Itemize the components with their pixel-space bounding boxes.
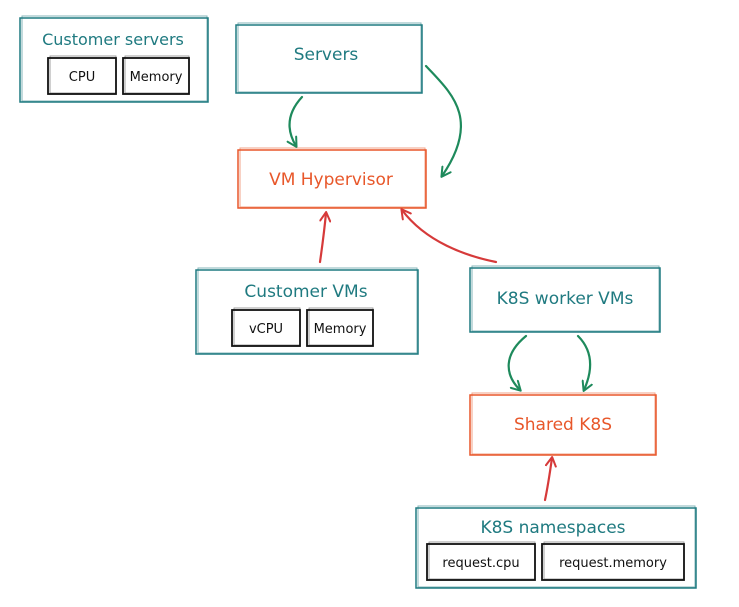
arrow-servers-to-hypervisor-side <box>424 64 462 178</box>
arrow-k8s-workers-to-shared-k8s-right <box>576 334 593 392</box>
shared-k8s-box: Shared K8S <box>469 392 657 456</box>
chip-memory-label: Memory <box>130 70 183 85</box>
k8s-worker-vms-box: K8S worker VMs <box>469 265 661 333</box>
chip-cpu: CPU <box>47 55 117 95</box>
servers-title: Servers <box>294 45 359 65</box>
customer-servers-title: Customer servers <box>42 30 184 49</box>
vm-hypervisor-box: VM Hypervisor <box>237 147 427 209</box>
customer-servers-box: Customer servers CPU Memory <box>19 15 209 103</box>
chip-cpu-label: CPU <box>69 70 95 85</box>
arrow-namespaces-to-shared-k8s <box>543 456 557 502</box>
arrow-k8s-workers-to-hypervisor <box>400 208 498 264</box>
vm-hypervisor-title: VM Hypervisor <box>269 170 393 190</box>
k8s-worker-vms-title: K8S worker VMs <box>497 289 634 309</box>
k8s-namespaces-title: K8S namespaces <box>480 518 625 538</box>
chip-vcpu: vCPU <box>231 307 301 347</box>
arrow-customer-vms-to-hypervisor <box>318 211 332 264</box>
chip-vm-memory: Memory <box>306 307 374 347</box>
arrow-k8s-workers-to-shared-k8s-left <box>507 334 528 392</box>
shared-k8s-title: Shared K8S <box>514 415 612 435</box>
servers-box: Servers <box>235 22 423 94</box>
chip-request-cpu: request.cpu <box>426 541 536 581</box>
chip-vcpu-label: vCPU <box>249 322 283 337</box>
arrow-servers-to-hypervisor <box>286 95 304 148</box>
customer-vms-box: Customer VMs vCPU Memory <box>195 267 419 355</box>
chip-memory: Memory <box>122 55 190 95</box>
chip-request-memory: request.memory <box>541 541 685 581</box>
chip-request-memory-label: request.memory <box>559 556 667 571</box>
chip-request-cpu-label: request.cpu <box>442 556 519 571</box>
chip-vm-memory-label: Memory <box>314 322 367 337</box>
customer-vms-title: Customer VMs <box>244 282 367 302</box>
k8s-namespaces-box: K8S namespaces request.cpu request.memor… <box>415 505 697 589</box>
